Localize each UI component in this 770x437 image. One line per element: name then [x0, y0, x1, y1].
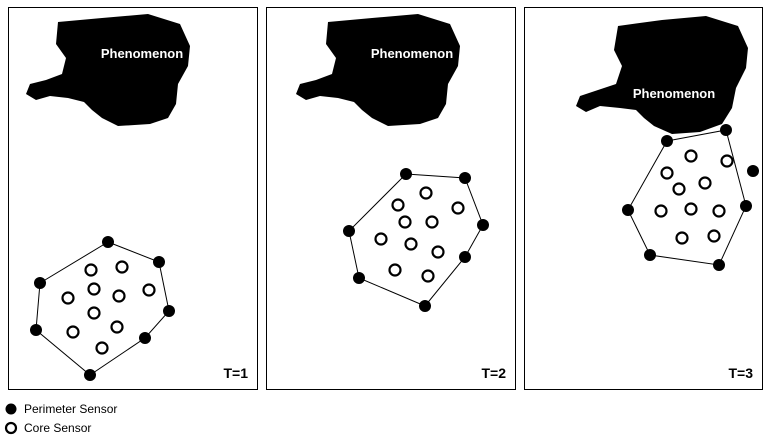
core-sensor — [112, 289, 126, 303]
core-sensor — [451, 201, 465, 215]
core-sensor — [95, 341, 109, 355]
core-sensor — [707, 229, 721, 243]
perimeter-sensor — [153, 256, 165, 268]
core-sensor — [425, 215, 439, 229]
perimeter-sensor — [622, 204, 634, 216]
core-sensor — [684, 149, 698, 163]
core-sensor — [110, 320, 124, 334]
core-sensor — [712, 204, 726, 218]
core-sensor — [672, 182, 686, 196]
perimeter-sensor — [419, 300, 431, 312]
perimeter-sensor — [477, 219, 489, 231]
perimeter-sensor — [720, 124, 732, 136]
phenomenon-label: Phenomenon — [633, 86, 715, 101]
core-sensor — [419, 186, 433, 200]
core-sensor — [142, 283, 156, 297]
perimeter-sensor — [740, 200, 752, 212]
perimeter-sensor — [459, 172, 471, 184]
panel-t1: Phenomenon T=1 — [8, 7, 258, 390]
core-sensor — [115, 260, 129, 274]
core-sensor — [87, 306, 101, 320]
legend-item-core: Core Sensor — [4, 421, 91, 435]
core-sensor — [698, 176, 712, 190]
phenomenon-shape — [296, 14, 460, 126]
legend-label-perimeter: Perimeter Sensor — [24, 402, 117, 416]
phenomenon-label: Phenomenon — [371, 46, 453, 61]
perimeter-sensor — [644, 249, 656, 261]
perimeter-sensor — [747, 165, 759, 177]
core-sensor — [374, 232, 388, 246]
panel-t3: Phenomenon T=3 — [524, 7, 763, 390]
core-sensor — [421, 269, 435, 283]
core-sensor — [87, 282, 101, 296]
perimeter-sensor — [30, 324, 42, 336]
core-sensor — [431, 245, 445, 259]
perimeter-sensor — [353, 272, 365, 284]
sensor-hull — [348, 173, 484, 307]
core-sensor — [398, 215, 412, 229]
time-label: T=2 — [481, 365, 506, 381]
perimeter-sensor — [34, 277, 46, 289]
core-sensor — [66, 325, 80, 339]
legend-label-core: Core Sensor — [24, 421, 91, 435]
legend: Perimeter Sensor Core Sensor — [4, 402, 117, 435]
panel-t2: Phenomenon T=2 — [266, 7, 516, 390]
core-sensor-swatch — [4, 421, 18, 435]
legend-item-perimeter: Perimeter Sensor — [5, 402, 117, 416]
sensor-hull — [35, 241, 170, 376]
core-sensor — [391, 198, 405, 212]
perimeter-sensor — [400, 168, 412, 180]
perimeter-sensor — [713, 259, 725, 271]
perimeter-sensor — [84, 369, 96, 381]
core-sensor — [388, 263, 402, 277]
core-sensor — [61, 291, 75, 305]
perimeter-sensor — [343, 225, 355, 237]
time-label: T=3 — [728, 365, 753, 381]
perimeter-sensor — [102, 236, 114, 248]
core-sensor — [404, 237, 418, 251]
core-sensor — [654, 204, 668, 218]
time-label: T=1 — [223, 365, 248, 381]
phenomenon-shape — [26, 14, 190, 126]
phenomenon-shape — [576, 16, 748, 134]
perimeter-sensor — [139, 332, 151, 344]
perimeter-sensor-swatch — [5, 403, 17, 415]
core-sensor — [720, 154, 734, 168]
core-sensor — [660, 166, 674, 180]
core-sensor — [84, 263, 98, 277]
perimeter-sensor — [661, 135, 673, 147]
core-sensor — [684, 202, 698, 216]
phenomenon-label: Phenomenon — [101, 46, 183, 61]
perimeter-sensor — [163, 305, 175, 317]
core-sensor — [675, 231, 689, 245]
perimeter-sensor — [459, 251, 471, 263]
